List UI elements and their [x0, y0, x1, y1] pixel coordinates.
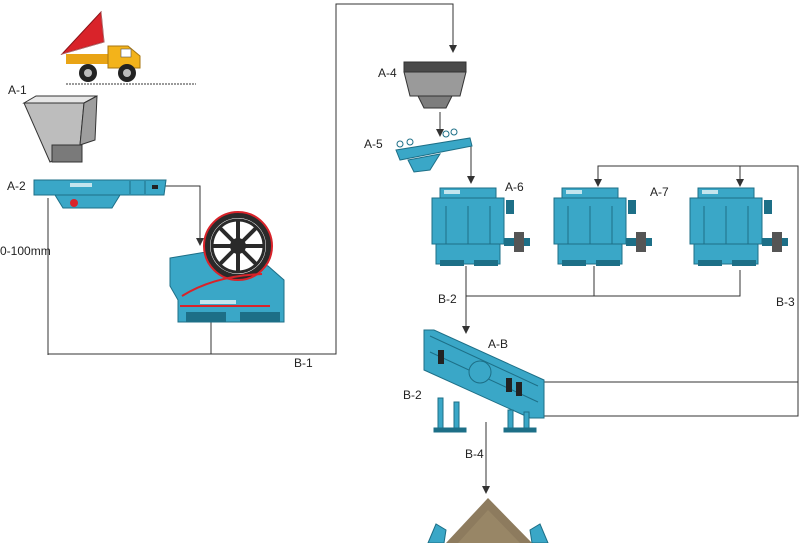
label-b1: B-1: [294, 356, 313, 370]
vibrating-feeder-icon: [33, 179, 167, 209]
label-b4: B-4: [465, 447, 484, 461]
label-b3: B-3: [776, 295, 795, 309]
label-ab: A-B: [488, 337, 509, 351]
label-a1: A-1: [8, 83, 27, 97]
flow-line-b1-return: [48, 3, 457, 355]
cone-crusher-icon: [431, 187, 530, 266]
vibrating-feeder-icon: [395, 128, 473, 173]
label-size-range: 0-100mm: [0, 244, 51, 258]
label-b2-bottom: B-2: [403, 388, 422, 402]
cone-crusher-icon: [689, 187, 788, 266]
label-b2-top: B-2: [438, 292, 457, 306]
jaw-crusher-icon: [169, 211, 285, 323]
dump-truck-icon: [60, 10, 196, 85]
sand-pile-icon: [427, 498, 549, 543]
label-a7: A-7: [650, 185, 669, 199]
flow-line-screen-lower: [540, 382, 799, 417]
flow-line-feeder-to-jaw: [165, 185, 204, 246]
label-a6: A-6: [505, 180, 524, 194]
label-a5: A-5: [364, 137, 383, 151]
flow-line-cone-outputs: [465, 266, 741, 297]
silo-icon: [403, 61, 467, 109]
hopper-icon: [22, 95, 98, 163]
label-a4: A-4: [378, 66, 397, 80]
flow-line-b3-return: [540, 165, 799, 383]
cone-crusher-icon: [553, 187, 652, 266]
vibrating-screen-icon: [423, 329, 545, 433]
label-a2: A-2: [7, 179, 26, 193]
flow-line-feeder-to-cone: [452, 144, 475, 184]
